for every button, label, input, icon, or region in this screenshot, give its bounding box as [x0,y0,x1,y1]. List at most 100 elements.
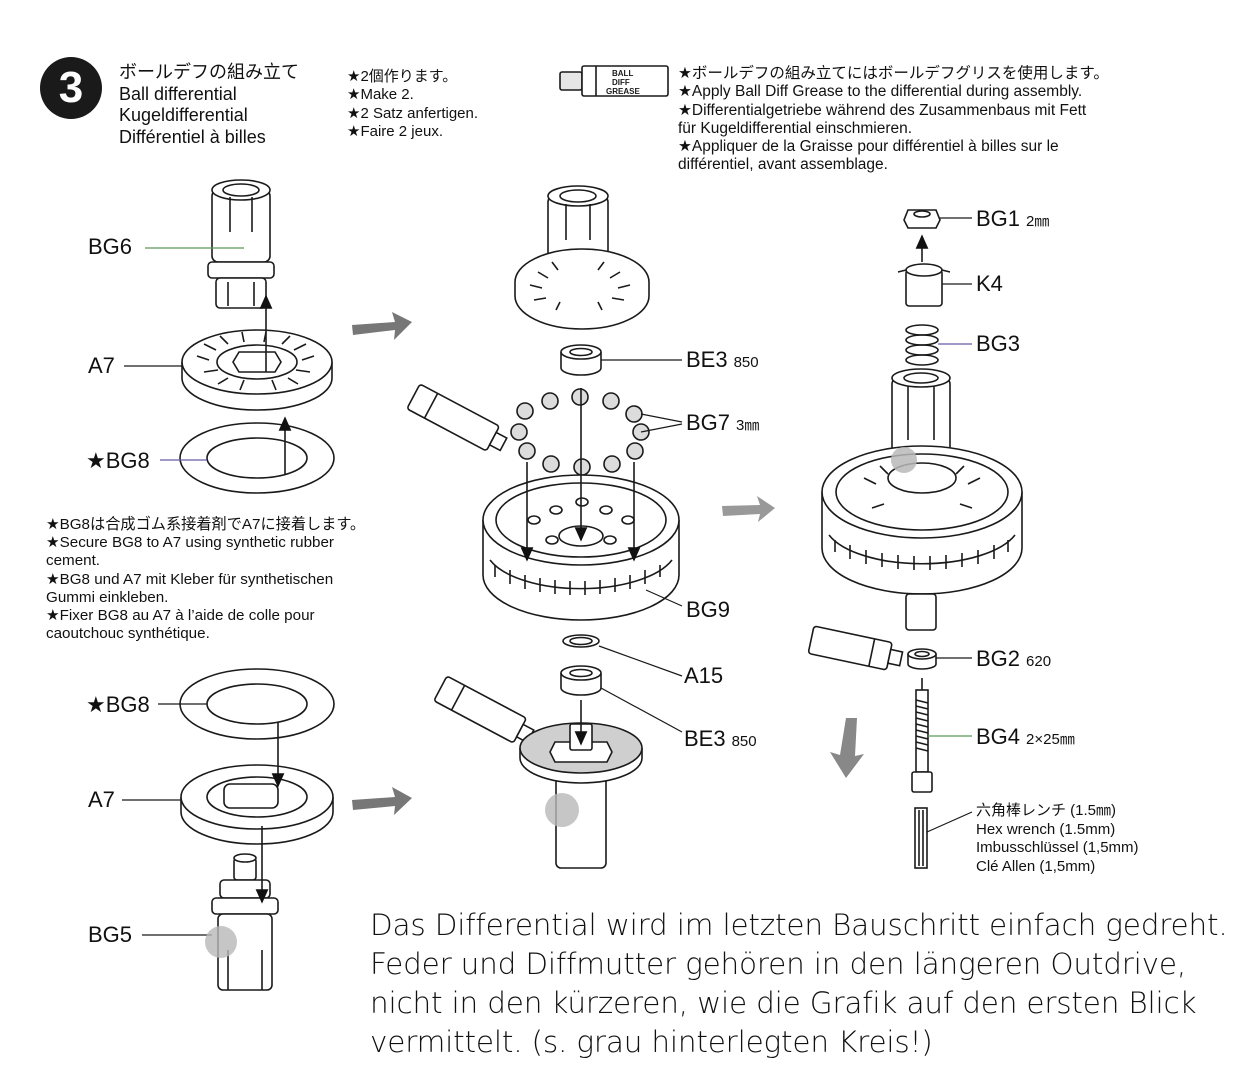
bg8-top-part [179,422,335,494]
note-line: ★BG8は合成ゴム系接着剤でA7に接着します。 [46,516,366,533]
title-line-ja: ボールデフの組み立て [119,62,299,82]
part-code: BG1 [976,206,1021,231]
part-size: 3㎜ [736,417,760,434]
center-outdrive-top [514,185,650,330]
label-bg3: BG3 [976,331,1021,356]
grease-tube-right [807,625,904,671]
label-a15: A15 [684,663,724,688]
note-line: für Kugeldifferential einschmieren. [678,119,913,137]
bg4-screw-part [911,678,933,793]
step-title: ボールデフの組み立て Ball differential Kugeldiffer… [119,62,299,148]
note-line: ★Fixer BG8 au A7 à l’aide de colle pour [46,606,315,624]
grease-note: ★ボールデフの組み立てにはボールデフグリスを使用します。 ★Apply Ball… [678,65,1109,175]
a7-bottom-part [180,764,334,845]
bg5-outdrive-part [211,853,279,991]
be3-top-part [560,344,602,376]
bg1-nut-part [903,209,941,229]
grease-tube-header [559,65,669,97]
note-line: ★Appliquer de la Graisse pour différenti… [678,138,1059,156]
part-code: BE3 [684,726,726,751]
label-bg5: BG5 [88,922,133,947]
note-line: Gummi einkleben. [46,588,169,606]
note-line: ★Faire 2 jeux. [347,122,443,140]
note-line: ★Make 2. [347,86,414,104]
title-line-de: Kugeldifferential [119,105,248,125]
note-line: différentiel, avant assemblage. [678,156,888,174]
flow-arrow-right [722,496,775,522]
note-line: ★2 Satz anfertigen. [347,104,479,122]
flow-arrow-down [830,718,864,778]
assembled-differential [821,368,1023,631]
label-be3-top: BE3 850 [686,347,759,373]
note-line: ★Differentialgetriebe während des Zusamm… [678,101,1087,119]
title-line-en: Ball differential [119,83,237,104]
comment-line: Feder und Diffmutter gehören in den läng… [370,947,1187,981]
flow-arrow-bottom [352,787,412,815]
wrench-line: Hex wrench (1.5mm) [976,820,1116,838]
label-bg8-top: ★BG8 [86,448,150,473]
a7-top-part [181,329,333,411]
label-bg4: BG4 2×25㎜ [976,724,1075,750]
wrench-line: 六角棒レンチ (1.5㎜) [976,802,1117,819]
part-code: BG7 [686,410,731,435]
label-bg9: BG9 [686,597,731,622]
label-bg7: BG7 3㎜ [686,410,759,436]
part-size: 850 [733,354,759,371]
comment-line: nicht in den kürzeren, wie die Grafik au… [370,986,1197,1020]
label-bg6: BG6 [88,234,133,259]
label-bg2: BG2 620 [976,646,1051,672]
note-line: ★ボールデフの組み立てにはボールデフグリスを使用します。 [678,65,1109,82]
part-size: 850 [731,733,757,750]
part-size: 620 [1026,653,1052,670]
make-two-note: ★2個作ります。 ★Make 2. ★2 Satz anfertigen. ★F… [347,68,479,142]
grease-tube-center-bottom [434,676,535,744]
bg6-outdrive-part [207,179,275,309]
svg-text:DIFF: DIFF [612,78,630,87]
part-size: 2㎜ [1026,213,1050,230]
center-outdrive-bottom [519,722,643,869]
k4-part [897,263,951,307]
grease-tube-center-top [407,384,508,452]
part-code: BE3 [686,347,728,372]
added-comment-note: Das Differential wird im letzten Bauschr… [370,908,1228,1065]
label-k4: K4 [976,271,1003,296]
hex-wrench-part [914,807,928,869]
comment-line: vermittelt. (s. grau hinterlegten Kreis!… [370,1025,933,1059]
label-a7-bottom: A7 [88,787,115,812]
bg9-pulley-part [482,474,680,621]
label-bg8-bottom: ★BG8 [86,692,150,717]
bg2-bearing-part [907,648,937,670]
note-line: cement. [46,552,101,570]
svg-text:GREASE: GREASE [606,87,640,96]
label-a7-top: A7 [88,353,115,378]
part-size: 2×25㎜ [1026,731,1075,748]
flow-arrow-top [352,312,412,340]
highlight-circle-bg5 [205,926,237,958]
part-code: BG4 [976,724,1021,749]
note-line: ★Apply Ball Diff Grease to the different… [678,83,1083,101]
step-number-badge: 3 [40,57,102,119]
grease-tube-header-text: BALL DIFF GREASE [606,69,640,96]
wrench-line: Clé Allen (1,5mm) [976,857,1096,875]
bg8-glue-note: ★BG8は合成ゴム系接着剤でA7に接着します。 ★Secure BG8 to A… [46,516,410,643]
wrench-line: Imbusschlüssel (1,5mm) [976,839,1139,856]
a15-part [562,634,600,648]
highlight-circle-center [545,793,579,827]
bg7-balls [510,388,650,476]
title-line-fr: Différentiel à billes [119,126,266,147]
note-line: ★Secure BG8 to A7 using synthetic rubber [46,534,334,552]
label-be3-bottom: BE3 850 [684,726,757,752]
note-line: caoutchouc synthétique. [46,625,210,643]
part-code: BG2 [976,646,1021,671]
bg3-spring-part [905,324,939,366]
label-bg1: BG1 2㎜ [976,206,1049,232]
note-line: ★2個作ります。 [347,68,458,85]
svg-text:BALL: BALL [612,69,633,78]
be3-bottom-part [560,665,602,696]
hex-wrench-label: 六角棒レンチ (1.5㎜) Hex wrench (1.5mm) Imbussc… [976,802,1139,877]
note-line: ★BG8 und A7 mit Kleber für synthetischen [46,570,334,588]
comment-line: Das Differential wird im letzten Bauschr… [370,908,1228,942]
highlight-circle-right [891,447,917,473]
